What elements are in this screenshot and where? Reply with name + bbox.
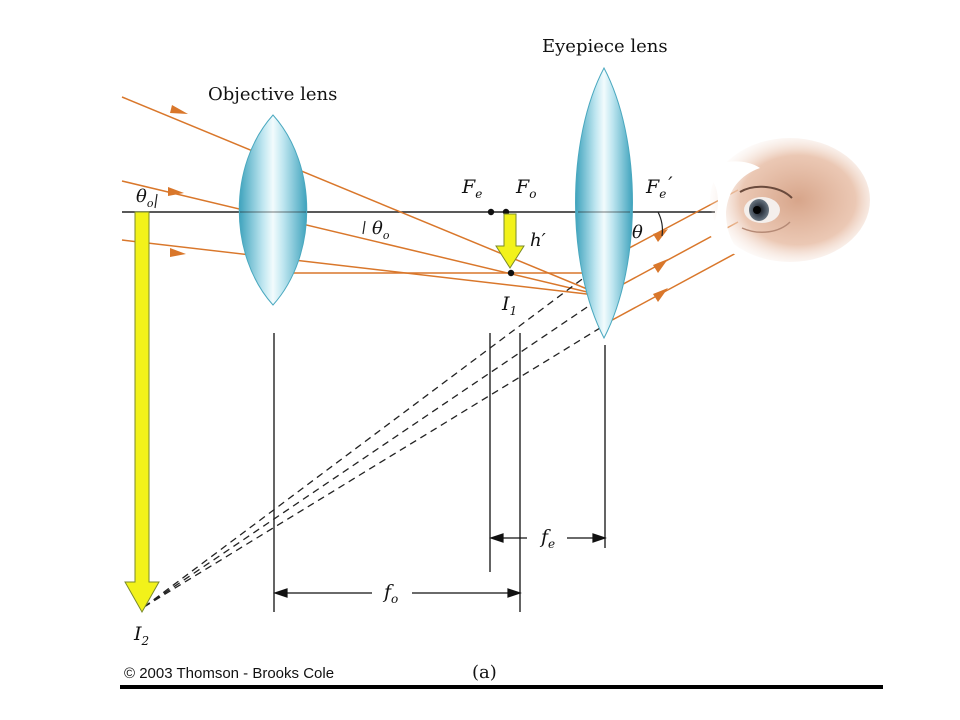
objective-lens-label: Objective lens xyxy=(208,84,337,105)
theta-o-left-arc xyxy=(154,193,158,209)
h-prime-label: h′ xyxy=(530,230,546,251)
ray-arrowheads xyxy=(168,105,668,302)
image-point-i1 xyxy=(507,269,515,277)
theta-arc xyxy=(657,211,664,237)
fe-dimension xyxy=(489,533,607,543)
figure-caption: (a) xyxy=(472,662,497,683)
copyright-text: © 2003 Thomson - Brooks Cole xyxy=(124,665,334,682)
image-i2-arrow xyxy=(124,211,160,614)
theta-o-mid-label: θo xyxy=(372,218,390,242)
fo-label: Fo xyxy=(515,176,536,201)
incoming-rays xyxy=(121,96,605,297)
eye-icon xyxy=(705,138,870,262)
objective-lens xyxy=(238,114,308,306)
fe-dimension-label: fe xyxy=(539,526,555,551)
eyepiece-lens xyxy=(575,66,633,340)
fe-label: Fe xyxy=(461,176,482,201)
image-i1-arrow xyxy=(495,213,525,269)
i2-label: I2 xyxy=(133,623,149,648)
theta-o-left-label: θo xyxy=(136,186,154,210)
virtual-rays xyxy=(143,261,606,608)
theta-label: θ xyxy=(632,222,643,243)
right-margin xyxy=(882,30,960,720)
bottom-rule xyxy=(120,685,883,689)
focal-point-fe xyxy=(487,208,495,216)
i1-label: I1 xyxy=(501,293,517,318)
theta-o-mid-arc xyxy=(362,220,366,235)
eyepiece-lens-label: Eyepiece lens xyxy=(542,36,668,57)
fo-dimension-label: fo xyxy=(382,581,398,606)
fe-prime-label: Fe′ xyxy=(645,173,673,201)
fo-dimension xyxy=(273,588,522,598)
